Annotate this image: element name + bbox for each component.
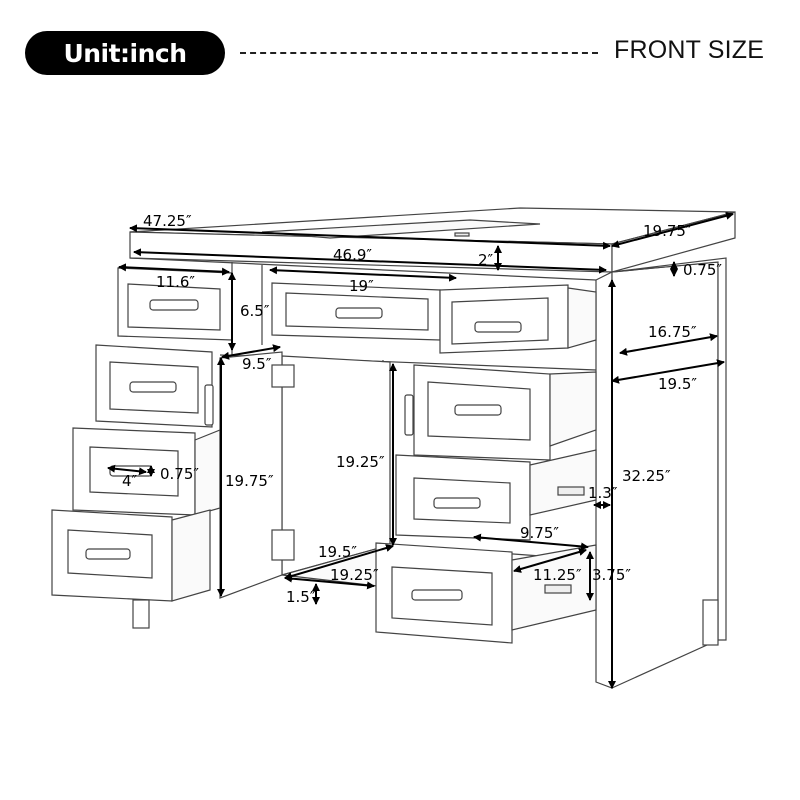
dim-center-drawer-width: 19″ bbox=[349, 277, 374, 295]
dim-left-drawer-width: 11.6″ bbox=[156, 273, 195, 291]
dimension-lines bbox=[107, 211, 734, 689]
left-drawer-4 bbox=[51, 509, 211, 629]
right-drawer-1 bbox=[439, 284, 597, 354]
dim-inner-compartment-height: 19.25″ bbox=[336, 453, 385, 471]
dim-side-panel-offset: 1.3″ bbox=[588, 484, 618, 502]
dim-door-width: 9.5″ bbox=[242, 355, 272, 373]
dim-overall-height: 32.25″ bbox=[622, 467, 671, 485]
dim-drawer-inner-depth: 11.25″ bbox=[533, 566, 582, 584]
dim-inner-compartment-width: 19.25″ bbox=[330, 566, 379, 584]
dim-cabinet-width: 46.9″ bbox=[333, 246, 372, 264]
right-drawer-4 bbox=[375, 542, 597, 644]
dim-inner-compartment-depth: 19.5″ bbox=[318, 543, 357, 561]
right-drawer-3 bbox=[395, 449, 597, 541]
dim-top-overall-width: 47.25″ bbox=[143, 212, 192, 230]
dim-side-outer-depth: 19.5″ bbox=[658, 375, 697, 393]
dim-top-depth: 19.75″ bbox=[643, 222, 692, 240]
dim-top-slab: 0.75″ bbox=[683, 261, 722, 279]
dashed-divider bbox=[240, 52, 598, 54]
dim-bottom-kick-height: 1.5″ bbox=[286, 588, 316, 606]
dim-drawer-inner-width: 9.75″ bbox=[520, 524, 559, 542]
dim-side-inner-depth: 16.75″ bbox=[648, 323, 697, 341]
dim-handle-height: 0.75″ bbox=[160, 465, 199, 483]
dimension-labels: 47.25″ 19.75″ 46.9″ 2″ 0.75″ 11.6″ 6.5″ … bbox=[122, 212, 722, 606]
dim-door-height: 19.75″ bbox=[225, 472, 274, 490]
dim-left-drawer-height: 6.5″ bbox=[240, 302, 270, 320]
dim-handle-length: 4″ bbox=[122, 472, 138, 490]
header: Unit:inch FRONT SIZE bbox=[0, 0, 800, 100]
dim-top-gap: 2″ bbox=[478, 251, 494, 269]
unit-badge: Unit:inch bbox=[25, 31, 225, 75]
left-drawer-2 bbox=[95, 344, 214, 428]
right-drawer-2 bbox=[404, 364, 597, 461]
dim-drawer-inner-height: 3.75″ bbox=[592, 566, 631, 584]
view-label: FRONT SIZE bbox=[614, 36, 765, 64]
